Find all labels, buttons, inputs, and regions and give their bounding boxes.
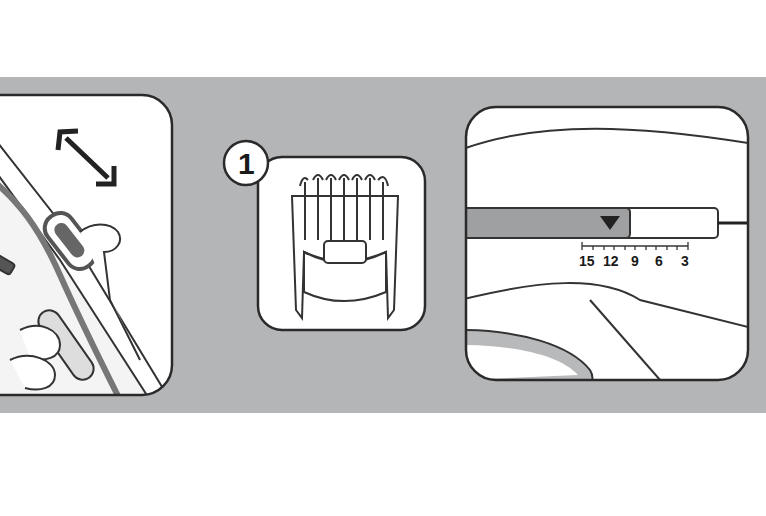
double-arrow bbox=[58, 131, 114, 184]
callout-circle bbox=[224, 141, 268, 185]
callout-number: 1 bbox=[238, 149, 255, 179]
scale-value: 6 bbox=[655, 254, 663, 268]
scale-value: 15 bbox=[579, 254, 595, 268]
panel bbox=[258, 157, 425, 330]
scale-value: 3 bbox=[681, 254, 689, 268]
length-scale-view bbox=[466, 129, 748, 380]
scale-value: 9 bbox=[631, 254, 639, 268]
comb-attachment bbox=[292, 175, 398, 318]
clipper-hand bbox=[0, 120, 170, 395]
scale-value: 12 bbox=[603, 254, 619, 268]
